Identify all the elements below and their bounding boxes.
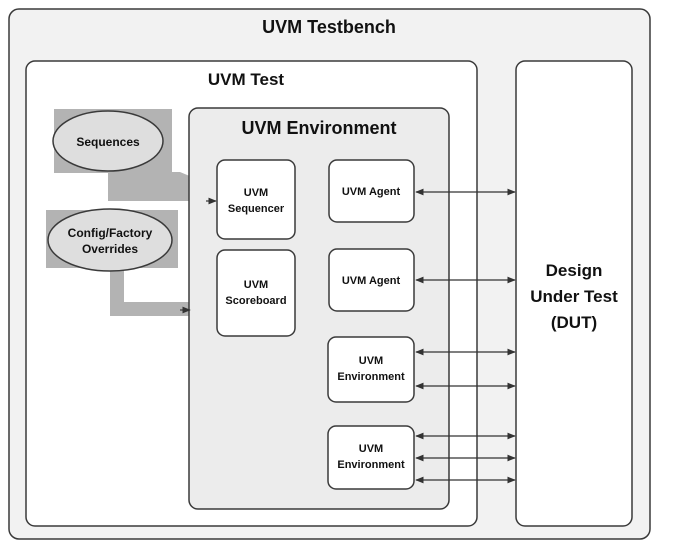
sub-environment-box-2	[327, 425, 415, 490]
sub-environment-label-1-line2: Environment	[337, 371, 405, 383]
config-ellipse	[47, 208, 173, 272]
agent-box-2	[328, 248, 415, 312]
sub-environment-label-2-line1: UVM	[359, 443, 383, 455]
dut-panel	[515, 60, 633, 527]
sequencer-label-line1: UVM	[244, 187, 268, 199]
dut-connections	[415, 188, 516, 484]
agent-label-1: UVM Agent	[342, 186, 401, 198]
agent-label-2: UVM Agent	[342, 275, 401, 287]
dut-label-line3: (DUT)	[551, 313, 597, 332]
dut-label-line1: Design	[546, 261, 603, 280]
sequences-label: Sequences	[76, 135, 140, 149]
scoreboard-label-line1: UVM	[244, 279, 268, 291]
config-label-line1: Config/Factory	[68, 226, 153, 240]
testbench-title: UVM Testbench	[262, 17, 396, 37]
sub-environment-box-1	[327, 336, 415, 403]
scoreboard-label-line2: Scoreboard	[225, 295, 286, 307]
dut-label-line2: Under Test	[530, 287, 618, 306]
sub-environment-label-1-line1: UVM	[359, 355, 383, 367]
agent-box-1	[328, 159, 415, 223]
sequencer-box	[216, 159, 296, 240]
sequences-ellipse	[52, 110, 164, 172]
config-connector	[110, 262, 190, 316]
scoreboard-box	[216, 249, 296, 337]
sequencer-label-line2: Sequencer	[228, 203, 285, 215]
config-label-line2: Overrides	[82, 242, 138, 256]
sub-environment-label-2-line2: Environment	[337, 459, 405, 471]
environment-title: UVM Environment	[241, 118, 396, 138]
test-title: UVM Test	[208, 70, 285, 89]
